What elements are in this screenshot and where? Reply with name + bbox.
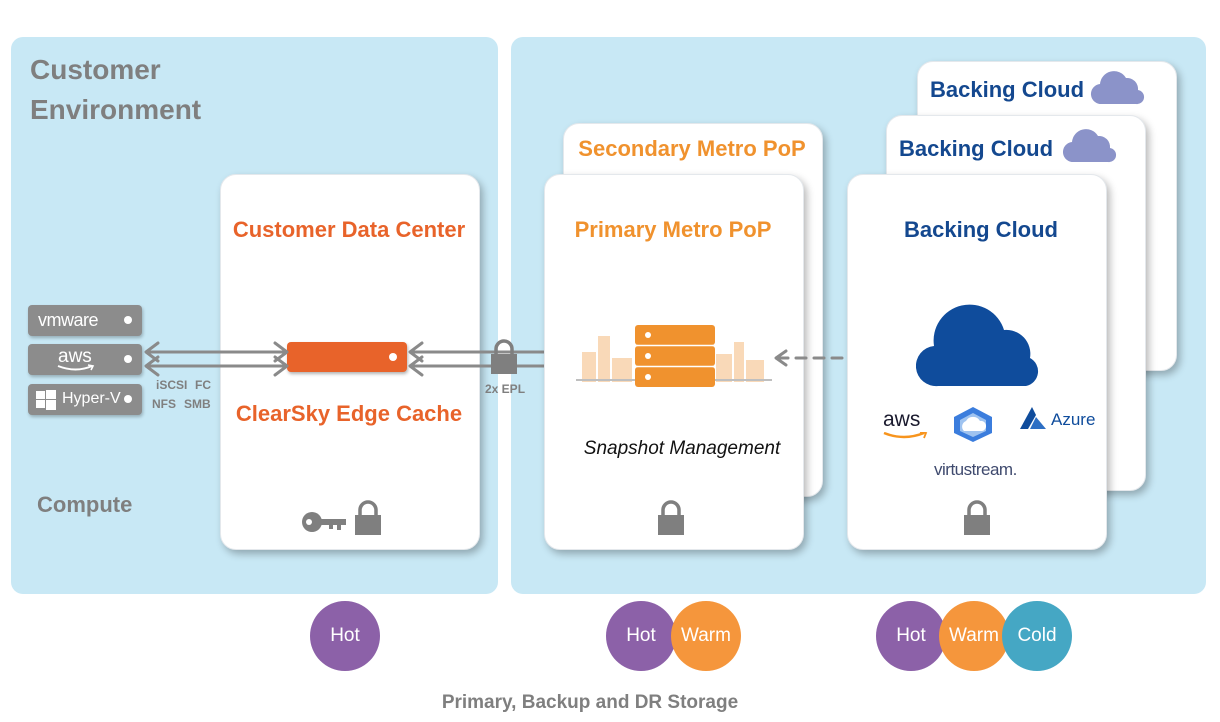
provider-aws-label: aws [883, 408, 921, 431]
aws-label: aws [58, 346, 92, 367]
hyperv-chip: Hyper-V [28, 384, 142, 415]
large-cloud-icon [916, 304, 1039, 387]
compute-label: Compute [37, 492, 133, 517]
protocol-smb: SMB [184, 397, 211, 411]
tier-warm-cloud: Warm [939, 601, 1009, 671]
tier-hot-cloud: Hot [876, 601, 946, 671]
compute-to-cache-arrows [144, 341, 289, 377]
vmware-chip: vmware [28, 305, 142, 336]
tier-hot-data-center: Hot [310, 601, 380, 671]
lock-icon [355, 500, 381, 535]
provider-azure-label: Azure [1051, 410, 1096, 429]
cloud-lock-icon [964, 500, 990, 535]
vmware-dot-icon [124, 316, 132, 324]
backing-cloud-back-title: Backing Cloud [930, 77, 1085, 102]
protocol-nfs: NFS [152, 397, 176, 411]
protocol-iscsi: iSCSI [156, 378, 188, 392]
snapshot-management-label: Snapshot Management [583, 438, 781, 459]
provider-aws-logo: aws [882, 408, 928, 442]
google-cloud-logo-icon [954, 407, 992, 442]
server-stack-icon [635, 325, 715, 387]
env-title-line1: Customer [30, 54, 161, 85]
env-title-line2: Environment [30, 94, 202, 125]
customer-data-center-title: Customer Data Center [232, 217, 466, 242]
aws-dot-icon [124, 355, 132, 363]
tier-warm-metro: Warm [671, 601, 741, 671]
edge-cache-label: ClearSky Edge Cache [235, 401, 463, 426]
storage-caption: Primary, Backup and DR Storage [441, 692, 739, 713]
tier-cold-cloud: Cold [1002, 601, 1072, 671]
azure-triangle-icon [1020, 407, 1046, 429]
provider-virtustream-label: virtustream. [934, 460, 1017, 479]
customer-environment-title: Customer Environment [30, 50, 201, 130]
protocol-fc: FC [195, 378, 211, 392]
small-cloud-icon-2 [1062, 129, 1117, 163]
secondary-metro-title: Secondary Metro PoP [578, 136, 806, 161]
hyperv-dot-icon [124, 395, 132, 403]
edge-cache-device-led-icon [389, 353, 397, 361]
backing-cloud-front-title: Backing Cloud [903, 217, 1058, 242]
edge-cache-device-icon [287, 342, 407, 372]
primary-metro-title: Primary Metro PoP [574, 217, 772, 242]
small-cloud-icon [1090, 71, 1145, 105]
aws-arrow-icon [883, 432, 928, 439]
tier-hot-metro: Hot [606, 601, 676, 671]
link-label: 2x EPL [485, 382, 526, 396]
link-lock-icon [491, 339, 517, 374]
metro-lock-icon [658, 500, 684, 535]
windows-icon [36, 390, 56, 410]
aws-smile-icon [57, 364, 95, 371]
city-skyline-icon [576, 336, 772, 382]
vmware-label: vmware [38, 310, 99, 330]
backing-cloud-middle-title: Backing Cloud [899, 136, 1054, 161]
aws-chip: aws [28, 344, 142, 375]
hyperv-label: Hyper-V [62, 390, 121, 407]
key-icon [302, 512, 346, 532]
